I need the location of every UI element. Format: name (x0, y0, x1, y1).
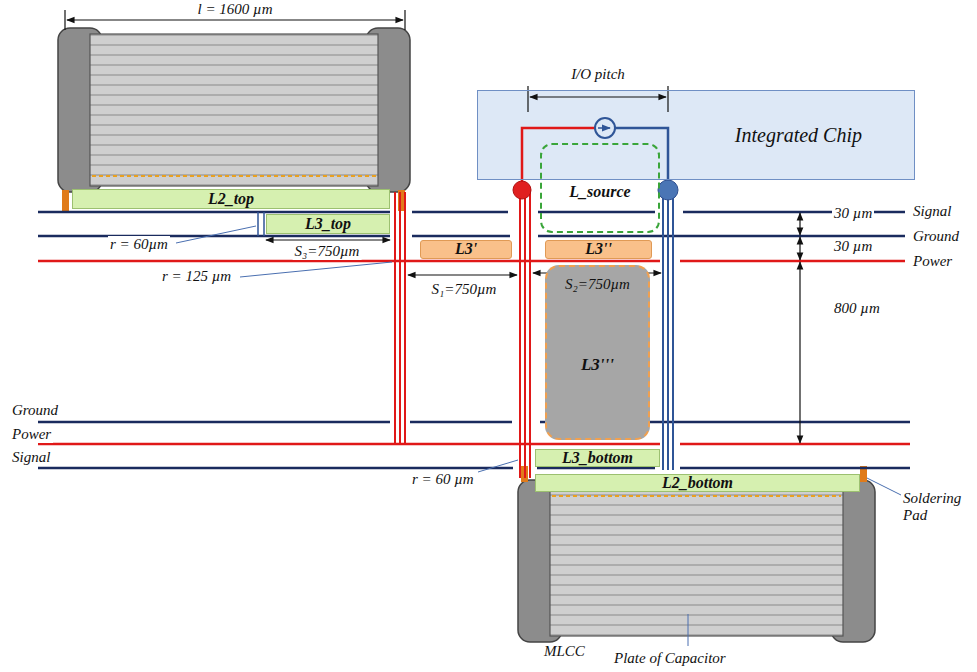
chip-box: Integrated Chip (477, 90, 915, 180)
dimension-label: S₃=750µm (293, 243, 362, 260)
dimension-label: 30 µm (832, 205, 874, 222)
dimension-label: S₁=750µm (430, 281, 499, 298)
mlcc-bottom (518, 480, 875, 642)
dimension-label: I/O pitch (569, 66, 627, 83)
dimension-label: 30 µm (832, 238, 874, 255)
node-label: L2_bottom (660, 475, 735, 492)
dimension-label: 800 µm (832, 300, 882, 317)
plane-inductance-box: L3'' (545, 240, 652, 259)
node-label: L_source (567, 184, 632, 201)
layer-inductance-box: L3_top (266, 214, 390, 234)
via-inductance-region: S₂=750µmL3''' (545, 265, 650, 440)
mlcc-top (58, 28, 410, 192)
layer-name: Signal (10, 449, 52, 466)
node-label: L2_top (206, 191, 256, 208)
layer-inductance-box: L3_bottom (535, 449, 660, 467)
layer-inductance-box: L2_bottom (535, 474, 860, 492)
node-label: L3' (453, 241, 479, 258)
chip-loop (513, 118, 678, 200)
soldering-pad (62, 190, 867, 482)
node-label: L3'' (583, 241, 614, 258)
layer-planes (38, 212, 910, 672)
power-via (395, 190, 530, 478)
leader-lines (176, 226, 903, 646)
layer-name: Power (911, 253, 954, 270)
dimension-lines (65, 10, 800, 443)
layer-name: Ground (911, 228, 961, 245)
node-label: L3''' (579, 356, 616, 374)
layer-name: Signal (911, 203, 953, 220)
node-label: L3_top (303, 216, 353, 233)
dimension-label: l = 1600 µm (195, 1, 274, 18)
part-name: MLCC (542, 643, 587, 660)
node-label: Integrated Chip (733, 125, 864, 146)
part-name: Soldering Pad (901, 490, 973, 523)
radius-label: r = 125 µm (160, 268, 233, 285)
loop-region: L_source (540, 143, 660, 233)
chip-body (477, 90, 915, 180)
radius-label: r = 60µm (108, 236, 170, 253)
layer-inductance-box: L2_top (72, 189, 390, 209)
layer-name: Power (10, 426, 53, 443)
dimension-label: S₂=750µm (563, 277, 632, 293)
radius-label: r = 60 µm (410, 471, 476, 488)
node-label: L3_bottom (560, 450, 635, 467)
layer-name: Ground (10, 402, 60, 419)
part-name: Plate of Capacitor (612, 650, 728, 667)
plane-inductance-box: L3' (420, 240, 512, 259)
